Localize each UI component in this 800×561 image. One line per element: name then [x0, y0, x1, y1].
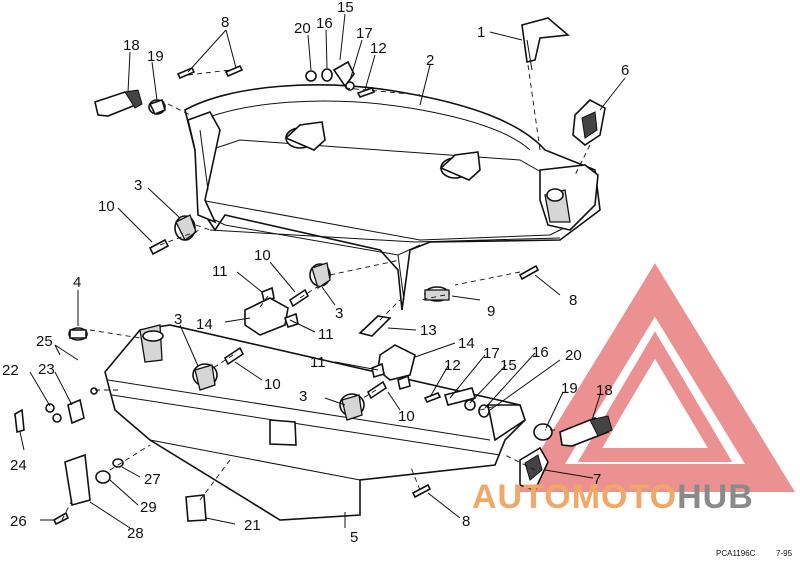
lower-hardware	[68, 327, 613, 522]
callout-10-lower2: 10	[398, 408, 415, 425]
grommet-pin-upper-left	[148, 214, 197, 256]
reference-code-text: PCA1196C	[716, 549, 756, 558]
callout-16-lower: 16	[532, 344, 549, 361]
callout-8-right: 8	[569, 292, 577, 309]
callout-9: 9	[487, 303, 495, 320]
callout-21: 21	[244, 517, 261, 534]
callout-16-top: 16	[316, 15, 333, 32]
callout-3-mid: 3	[335, 305, 343, 322]
callout-17-top: 17	[356, 25, 373, 42]
screw-8-right	[518, 264, 540, 281]
callout-28: 28	[127, 525, 144, 542]
callout-19-top: 19	[147, 48, 164, 65]
callout-10-lower: 10	[264, 376, 281, 393]
callout-26: 26	[10, 513, 27, 530]
callout-20-lower: 20	[565, 347, 582, 364]
callout-11-mid: 11	[212, 263, 228, 280]
callout-18-top: 18	[123, 37, 140, 54]
callout-23: 23	[38, 361, 55, 378]
callout-7: 7	[593, 471, 601, 488]
watermark-text-auto: AUTO	[472, 478, 572, 516]
reference-code: PCA1196C 7-95	[716, 549, 793, 558]
callout-13: 13	[420, 322, 437, 339]
callout-10-upper: 10	[98, 198, 115, 215]
upper-motor-cover	[184, 84, 601, 311]
callout-3-lower: 3	[299, 388, 307, 405]
callout-15-lower: 15	[500, 357, 517, 374]
mid-hardware	[244, 262, 331, 336]
callout-14-mid: 14	[196, 316, 213, 333]
svg-text:AUTOMOTOHUB: AUTOMOTOHUB	[472, 478, 754, 516]
callout-22: 22	[2, 362, 19, 379]
lower-left-hardware	[14, 387, 124, 526]
callout-25: 25	[36, 333, 53, 350]
part-18-19-upper	[94, 89, 166, 117]
callout-14-lower: 14	[458, 335, 475, 352]
callout-12-top: 12	[370, 40, 387, 57]
assembly-lines	[61, 64, 591, 521]
part-6-latch	[572, 99, 606, 146]
callout-8-lower: 8	[462, 513, 470, 530]
callout-20-top: 20	[294, 20, 311, 37]
callout-6: 6	[621, 62, 629, 79]
callout-27: 27	[144, 471, 161, 488]
callout-3-lower-left: 3	[174, 311, 182, 328]
callout-18-lower: 18	[596, 382, 613, 399]
callout-11-lower: 11	[310, 354, 326, 371]
callout-3-upper: 3	[134, 177, 142, 194]
part-13-slot	[358, 315, 392, 337]
callout-15-top: 15	[337, 0, 354, 16]
callout-11-mid2: 11	[318, 326, 334, 343]
watermark-text-hub: HUB	[677, 478, 754, 516]
callout-29: 29	[140, 499, 157, 516]
watermark-text: AUTOMOTOHUB	[472, 478, 754, 516]
callout-2: 2	[426, 52, 434, 69]
callout-12-lower: 12	[444, 357, 461, 374]
callout-19-lower: 19	[561, 380, 578, 397]
callout-5: 5	[350, 529, 358, 546]
grommet-9	[424, 286, 450, 302]
leader-lines	[19, 13, 626, 529]
revision-text: 7-95	[776, 549, 793, 558]
callout-labels: 1 2 6 8 15 18 19 20 16 17 12 3 10 4 10 1…	[2, 0, 629, 546]
watermark-logo	[515, 263, 795, 492]
callout-1: 1	[477, 24, 485, 41]
callout-4: 4	[73, 274, 81, 291]
callout-10-mid: 10	[254, 247, 271, 264]
callout-8-top: 8	[221, 14, 229, 31]
part-1-clip	[521, 17, 570, 71]
watermark-text-moto: MOTO	[572, 478, 677, 516]
callout-17-lower: 17	[483, 345, 500, 362]
callout-24: 24	[10, 457, 27, 474]
